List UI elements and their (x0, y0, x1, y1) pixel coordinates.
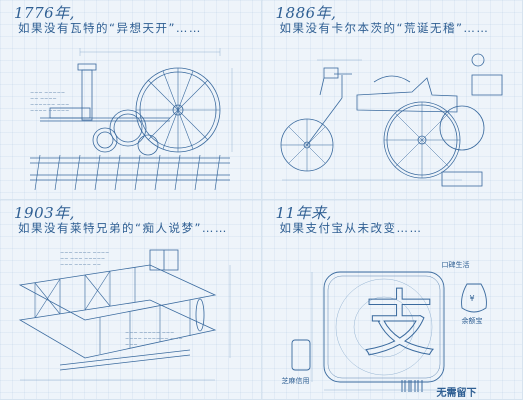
sketch-notes: ~~~ ~~~~ ~~~~ ~~ ~~~ ~~~~~ ~~~ ~~~~ ~~ (60, 250, 110, 268)
panel-year: 1776年, (14, 4, 75, 22)
flyer-sketch-icon (18, 249, 231, 381)
alipay-logo-sketch-icon (291, 271, 487, 392)
panel-year: 1886年, (275, 4, 337, 22)
label-card: 芝麻信用 (281, 377, 310, 385)
panel-caption: 如果支付宝从未改变…… (279, 221, 423, 235)
label-slogan: 无需留下 (436, 388, 477, 399)
sketch-notes: ~~~ ~~~~~ ~~~ ~~~~ ~~~~~~ ~~~ ~~~ (125, 330, 183, 348)
panel-caption: 如果没有瓦特的“异想天开”…… (18, 21, 202, 35)
coin-label: ¥ (469, 294, 475, 303)
panel-year: 1903年, (14, 204, 75, 222)
label-yuebao: 余额宝 (461, 317, 483, 325)
label-kb: 口碑生活 (441, 261, 470, 269)
panel-1903: 1903年, 如果没有莱特兄弟的“痴人说梦”…… (0, 200, 262, 400)
motorwagen-sketch-icon (280, 53, 502, 187)
panel-alipay: 11年来, 如果支付宝从未改变…… (261, 200, 523, 400)
panel-1886: 1886年, 如果没有卡尔本茨的“荒诞无稽”…… (261, 0, 523, 200)
alipay-logo-char: 支 (363, 282, 436, 366)
sketch-notes: ~~~ ~~~~~ ~~ ~~~~ ~~~~~~ ~~~ ~~~~ ~~~~~ (30, 90, 70, 114)
panel-1776: 1776年, 如果没有瓦特的“异想天开”…… (0, 0, 262, 200)
panel-caption: 如果没有卡尔本茨的“荒诞无稽”…… (279, 21, 490, 35)
steam-engine-sketch-icon (30, 48, 233, 191)
panel-caption: 如果没有莱特兄弟的“痴人说梦”…… (18, 221, 228, 235)
panel-year: 11年来, (275, 204, 332, 222)
